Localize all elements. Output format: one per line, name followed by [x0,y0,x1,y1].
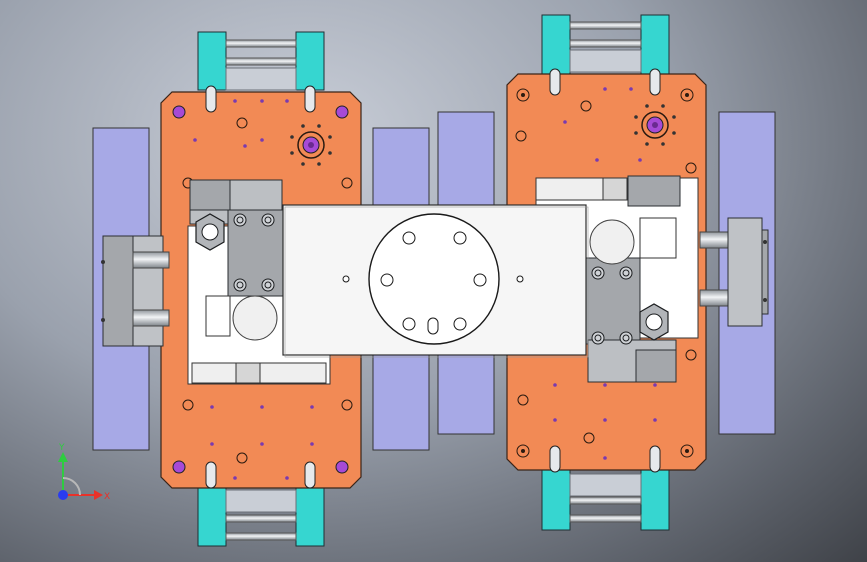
right-fixture [437,14,776,531]
bottom-bracket [541,469,670,531]
x-axis-arrow-icon [94,490,103,500]
top-bracket [541,14,670,76]
locating-pin [172,105,186,119]
bolt-pattern [290,124,332,166]
left-fixture [92,31,430,547]
clamp-jaw [189,179,285,341]
top-bracket [197,31,325,91]
side-clamp [101,235,170,347]
side-clamp [699,217,769,327]
coordinate-triad: Y X [58,443,110,502]
center-slider-plate [282,204,589,358]
y-axis-arrow-icon [58,452,68,462]
locating-pin [335,105,349,119]
bottom-bracket [197,485,325,547]
rotation-arc [62,477,81,496]
locating-pin [172,460,186,474]
z-axis-dot-icon [58,490,68,500]
x-axis-label: X [104,492,110,502]
bolt-pattern [634,104,676,146]
locating-pin [335,460,349,474]
y-axis-label: Y [58,443,65,453]
rotary-disc [368,213,500,345]
clamp-jaw [585,175,681,383]
